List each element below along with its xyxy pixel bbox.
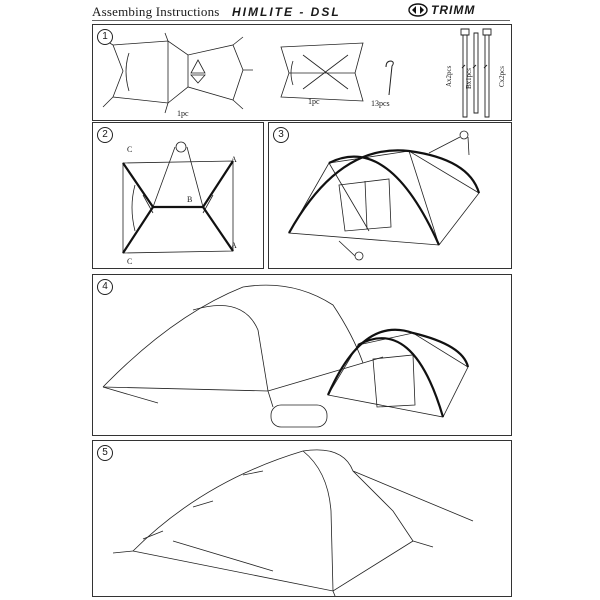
peg-drawing [385, 60, 394, 96]
tent-fly-quantity: 1pc [308, 97, 320, 106]
step-1-panel: 1 1pc 1pc 13pcs Ax2pcs Bx1pcs Cx2pcs [92, 24, 512, 121]
label-a-bottom: A [231, 241, 237, 250]
fly-over-tent [102, 284, 384, 408]
model-name: HIMLITE - DSL [232, 5, 341, 19]
step-2-panel: 2 C A B A C [92, 122, 264, 269]
step-4-panel: 4 [92, 274, 512, 436]
step-5-drawing [112, 449, 474, 596]
header-divider [92, 20, 510, 21]
pole-c-quantity: Cx2pcs [498, 66, 506, 87]
tent-fly-flat-drawing [280, 42, 364, 102]
label-b-center: B [187, 195, 193, 204]
pole-overlay [122, 160, 234, 254]
page-title: Assembing Instructions [92, 4, 220, 19]
step-2-drawing [122, 141, 234, 254]
label-c-top: C [127, 145, 133, 154]
step-1-number: 1 [97, 29, 113, 45]
step-5-number: 5 [97, 445, 113, 461]
step-3-number: 3 [273, 127, 289, 143]
label-a-top: A [231, 155, 237, 164]
peg-quantity: 13pcs [371, 99, 390, 108]
step-2-number: 2 [97, 127, 113, 143]
step-4-number: 4 [97, 279, 113, 295]
brand-logo: TRIMM [408, 3, 475, 17]
step-4-drawing [102, 284, 470, 428]
tent-inner-flat-drawing [102, 32, 253, 114]
pole-overlay [288, 149, 481, 246]
pole-a-quantity: Ax2pcs [445, 65, 453, 87]
brand-emblem-icon [408, 3, 428, 17]
pitched-tent [112, 449, 474, 596]
brand-name: TRIMM [431, 3, 476, 17]
tent-inner-quantity: 1pc [177, 109, 189, 118]
label-c-bottom: C [127, 257, 133, 266]
step-3-panel: 3 [268, 122, 512, 269]
pole-bundle-drawing [460, 28, 492, 118]
pole-overlay [326, 328, 470, 418]
step-3-drawing [288, 130, 481, 261]
pole-b-quantity: Bx1pcs [465, 68, 473, 89]
parts-drawing [102, 28, 492, 118]
step-5-panel: 5 [92, 440, 512, 597]
inner-tent [270, 332, 469, 428]
